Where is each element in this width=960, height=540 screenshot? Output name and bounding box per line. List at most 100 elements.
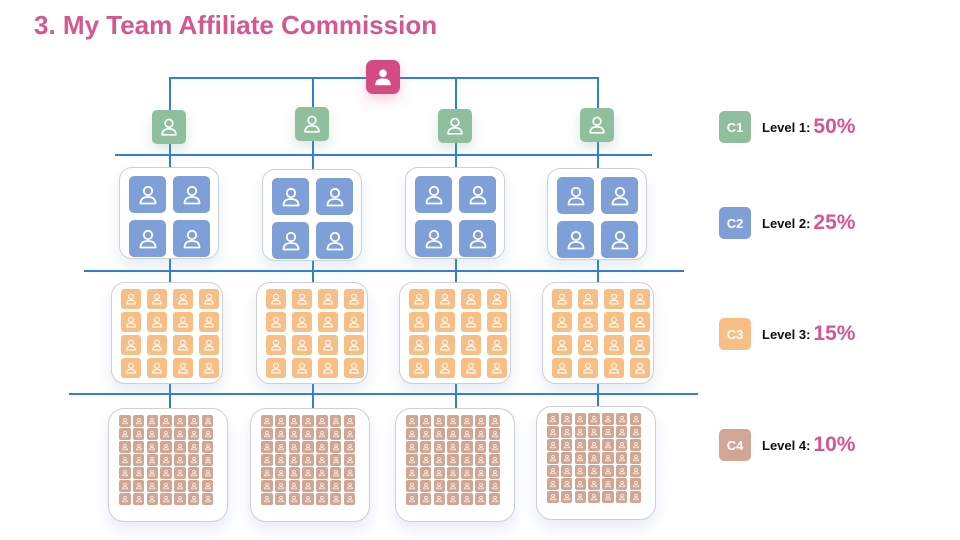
person-icon [190,417,197,424]
person-icon [204,469,211,476]
level-4-member [201,454,214,466]
level-4-member [201,415,214,427]
branch-connector [455,140,457,410]
level-4-member [146,480,159,492]
level-4-member [119,415,131,427]
person-icon [605,441,611,448]
person-icon [557,293,567,305]
level-4-member [629,413,642,425]
person-icon [277,417,284,424]
person-icon [305,417,311,424]
person-icon [422,430,429,437]
level-3-member [318,312,338,332]
person-icon [139,185,156,204]
level-3-member [552,312,572,332]
person-icon [563,415,570,422]
person-icon [436,456,443,463]
root-connector-drop [169,77,171,111]
level-3-member [173,289,193,309]
person-icon [121,495,128,502]
level-4-member [316,441,328,453]
level-badge: C3 [719,318,751,350]
level-4-member [588,413,600,425]
level-3-member [435,289,455,309]
level-3-member [199,358,219,378]
level-3-member [121,358,141,378]
level-2-member [272,222,309,259]
person-icon [121,482,128,489]
level-4-member [119,441,131,453]
person-icon [305,430,311,437]
person-icon [591,493,597,500]
person-icon [589,116,605,134]
level-4-member [132,467,145,479]
level-4-member [302,454,314,466]
level-3-member [173,335,193,355]
person-icon [436,482,443,489]
level-2-group [262,169,362,261]
level-4-member [201,467,214,479]
level-badge: C2 [719,207,751,239]
level-4-member [119,480,131,492]
level-3-member [487,335,507,355]
person-icon [190,456,197,463]
level-4-member [329,428,342,440]
level-4-member [406,441,418,453]
level-3-member [578,335,598,355]
person-icon [277,430,284,437]
person-icon [204,495,211,502]
level-2-member [272,178,309,215]
person-icon [126,316,136,328]
person-icon [492,362,502,374]
level-badge: C1 [719,111,751,143]
person-icon [177,456,183,463]
person-icon [632,480,639,487]
level-4-member [274,480,287,492]
person-icon [305,469,311,476]
person-icon [591,415,597,422]
person-icon [577,480,584,487]
person-icon [466,339,476,351]
level-4-member [433,493,446,505]
person-icon [305,443,311,450]
person-icon [319,456,325,463]
level-4-member [201,493,214,505]
person-icon [557,316,567,328]
person-icon [152,316,162,328]
person-icon [635,316,645,328]
person-icon [297,362,307,374]
level-4-member [488,454,501,466]
person-icon [126,293,136,305]
person-icon [323,362,333,374]
person-icon [609,339,619,351]
level-4-member [488,493,501,505]
person-icon [297,339,307,351]
level-separator [115,154,652,156]
level-4-member [316,467,328,479]
level-3-member [147,289,167,309]
person-icon [135,469,142,476]
level-4-member [560,478,573,490]
level-4-member [560,439,573,451]
person-icon [591,467,597,474]
level-4-member [174,493,186,505]
level-4-member [419,415,432,427]
person-icon [178,293,188,305]
level-4-member [343,454,356,466]
person-icon [632,493,639,500]
person-icon [618,480,625,487]
person-icon [414,362,424,374]
person-icon [632,441,639,448]
level-4-member [201,441,214,453]
level-4-member [119,428,131,440]
person-icon [305,495,311,502]
person-icon [414,293,424,305]
person-icon [563,467,570,474]
person-icon [605,415,611,422]
person-icon [563,493,570,500]
person-icon [635,362,645,374]
person-icon [618,441,625,448]
page-title: 3. My Team Affiliate Commission [34,10,438,40]
level-4-member [488,441,501,453]
person-icon [204,362,214,374]
